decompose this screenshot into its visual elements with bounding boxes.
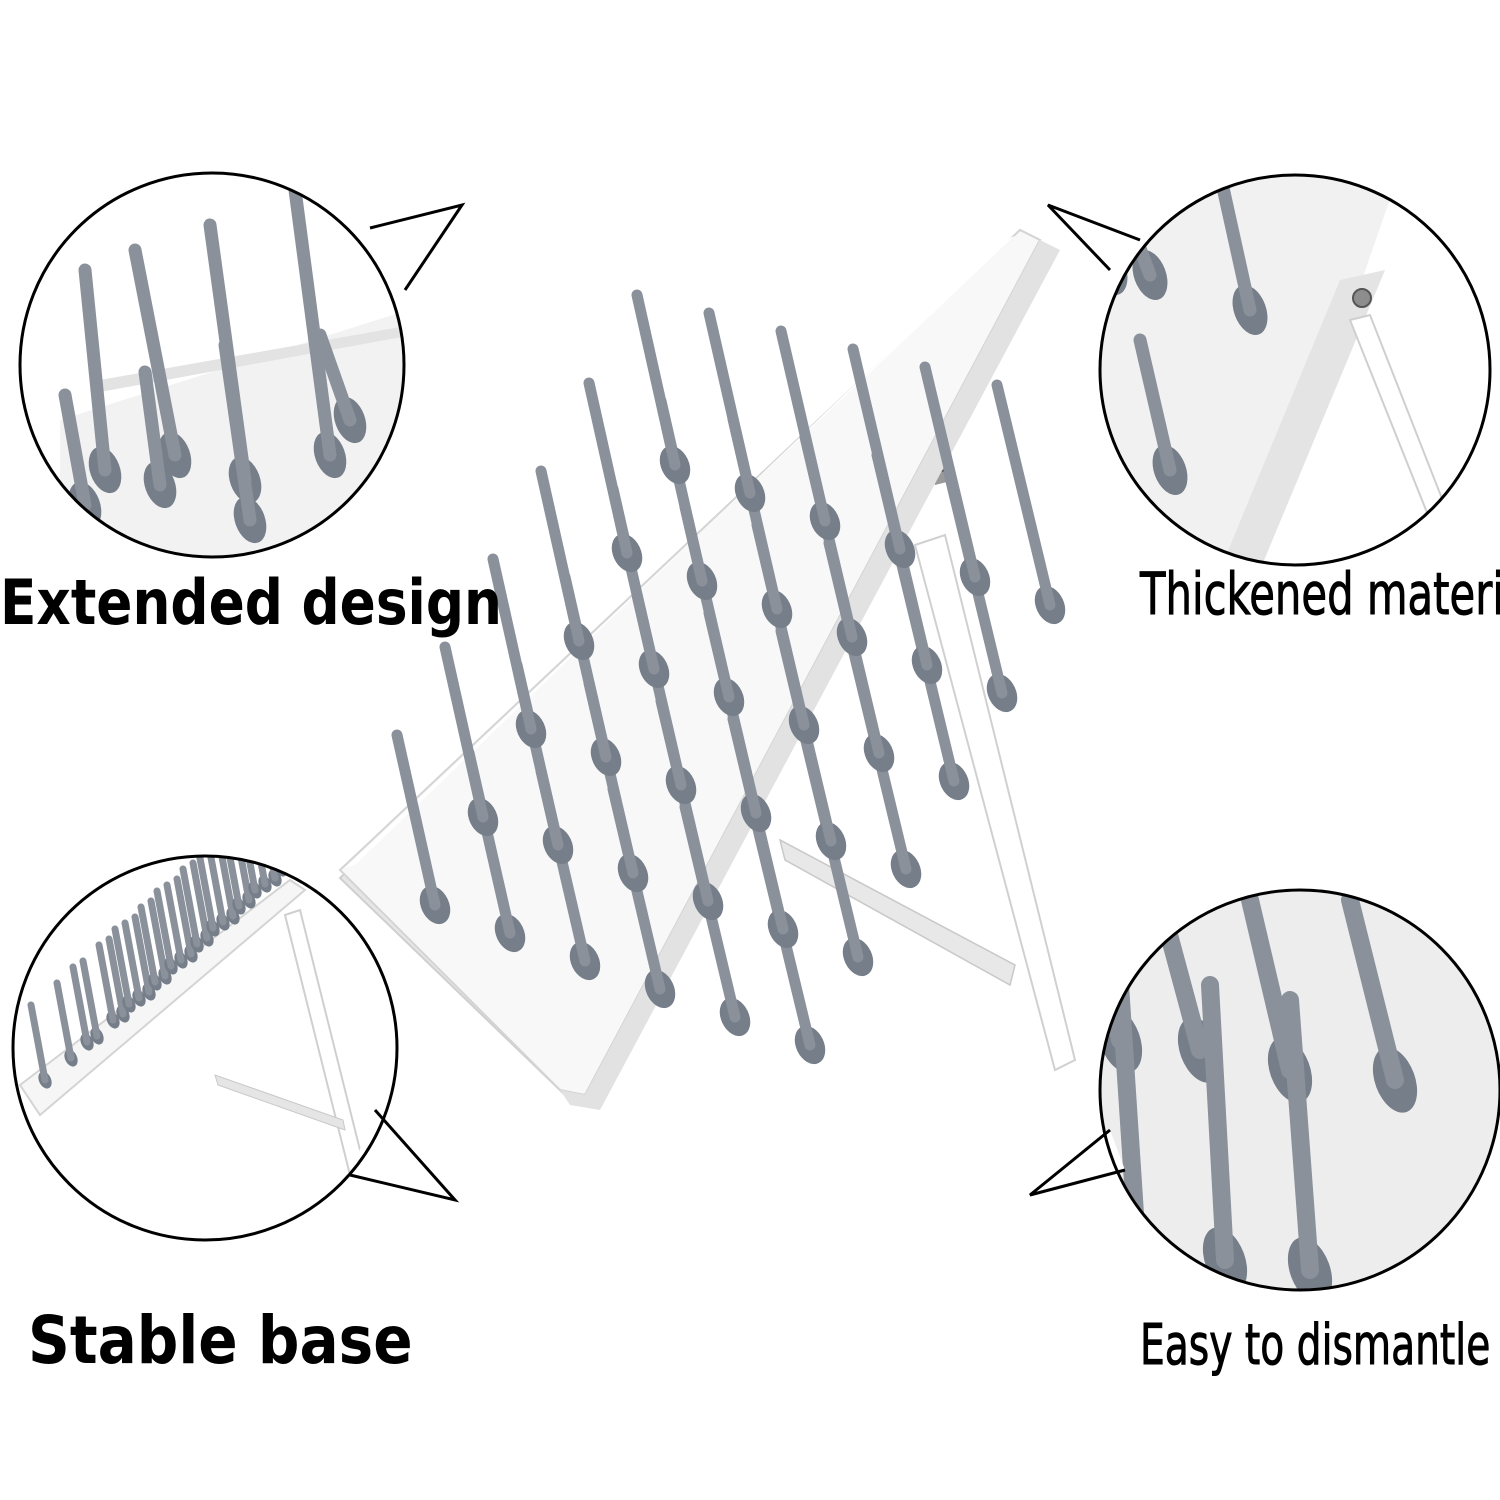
peg [205, 856, 230, 931]
peg [137, 903, 162, 991]
peg [163, 881, 188, 969]
peg [1133, 333, 1188, 496]
peg [487, 553, 547, 749]
peg [919, 361, 991, 597]
peg [293, 771, 316, 857]
callout-easy-to-dismantle [1029, 888, 1500, 1292]
peg [703, 307, 766, 513]
callout-extended-design [18, 171, 466, 559]
label-stable-base: Stable base [28, 1302, 413, 1379]
peg [27, 1001, 52, 1089]
drying-rack [338, 228, 1077, 1110]
peg [313, 328, 367, 444]
label-thickened-material: Thickened material [1140, 560, 1500, 628]
peg [237, 856, 262, 899]
peg [345, 727, 368, 813]
rack-pegs [391, 289, 1066, 1065]
peg [138, 365, 177, 509]
peg [439, 641, 499, 837]
peg [79, 957, 104, 1045]
peg [179, 865, 204, 953]
peg [535, 465, 595, 661]
peg [303, 765, 326, 851]
peg [111, 925, 136, 1013]
peg [128, 243, 192, 479]
peg [78, 263, 122, 494]
peg [69, 963, 94, 1051]
peg [847, 343, 916, 569]
peg [288, 183, 347, 479]
peg [247, 856, 272, 893]
label-easy-to-dismantle: Easy to dismantle [1140, 1313, 1491, 1378]
peg [221, 856, 246, 915]
peg [775, 325, 841, 541]
peg [121, 919, 146, 1007]
bolt-icon [1352, 288, 1372, 308]
peg [991, 379, 1066, 625]
callout-stable-base [11, 727, 460, 1242]
callout-thickened-material [1046, 173, 1492, 567]
peg [263, 856, 288, 877]
peg [273, 856, 298, 871]
peg [583, 377, 643, 573]
peg [319, 749, 342, 835]
peg [195, 856, 220, 937]
peg [218, 338, 267, 544]
peg [1281, 991, 1333, 1290]
rack-board [338, 228, 1060, 1110]
peg [53, 979, 78, 1067]
peg [95, 941, 120, 1029]
peg [391, 729, 451, 925]
peg [153, 887, 178, 975]
label-extended-design: Extended design [0, 566, 502, 639]
peg [631, 289, 691, 485]
peg [1341, 891, 1418, 1113]
